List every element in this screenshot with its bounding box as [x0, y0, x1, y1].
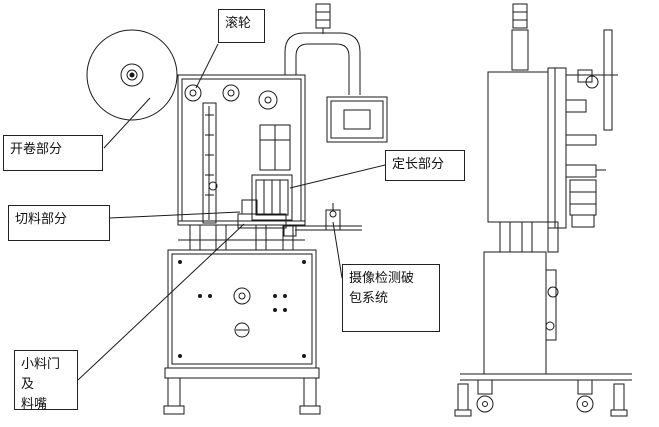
fixed-length-unit — [241, 124, 293, 221]
side-upper-cabinet — [487, 67, 567, 229]
front-feet — [163, 367, 321, 415]
label-unwinding: 开卷部分 — [3, 135, 103, 171]
side-reel — [566, 29, 618, 131]
label-small-door: 小料门及 料嘴 — [14, 350, 78, 412]
lower-cabinet — [167, 249, 317, 369]
label-fixed-length-text: 定长部分 — [392, 157, 445, 172]
label-cutting: 切料部分 — [8, 205, 110, 241]
label-roller-text: 滚轮 — [225, 16, 252, 31]
side-lower-cabinet — [483, 251, 559, 375]
label-camera-system: 摄像检测破 包系统 — [342, 264, 440, 332]
side-base-frame — [454, 373, 632, 417]
camera-detector — [295, 203, 362, 231]
duct-pipe — [284, 32, 361, 95]
side-legs — [499, 221, 559, 253]
rollers — [184, 84, 278, 110]
label-camera-system-line1: 摄像检测破 — [349, 271, 415, 286]
label-cutting-text: 切料部分 — [15, 212, 68, 227]
cutting-unit — [237, 213, 297, 237]
label-small-door-line2: 料嘴 — [21, 397, 48, 412]
label-small-door-line1: 小料门及 — [21, 357, 61, 392]
label-fixed-length: 定长部分 — [385, 150, 465, 181]
reel — [86, 29, 178, 121]
cabinet-legs — [178, 224, 305, 251]
side-signal-tower — [511, 3, 529, 71]
slide-rail — [202, 102, 218, 224]
label-roller: 滚轮 — [218, 9, 265, 43]
label-camera-system-line2: 包系统 — [349, 291, 389, 306]
signal-tower — [315, 3, 331, 34]
leader-lines — [77, 43, 386, 381]
hmi-screen — [326, 96, 388, 143]
side-mechanisms — [565, 99, 606, 228]
label-unwinding-text: 开卷部分 — [10, 142, 63, 157]
